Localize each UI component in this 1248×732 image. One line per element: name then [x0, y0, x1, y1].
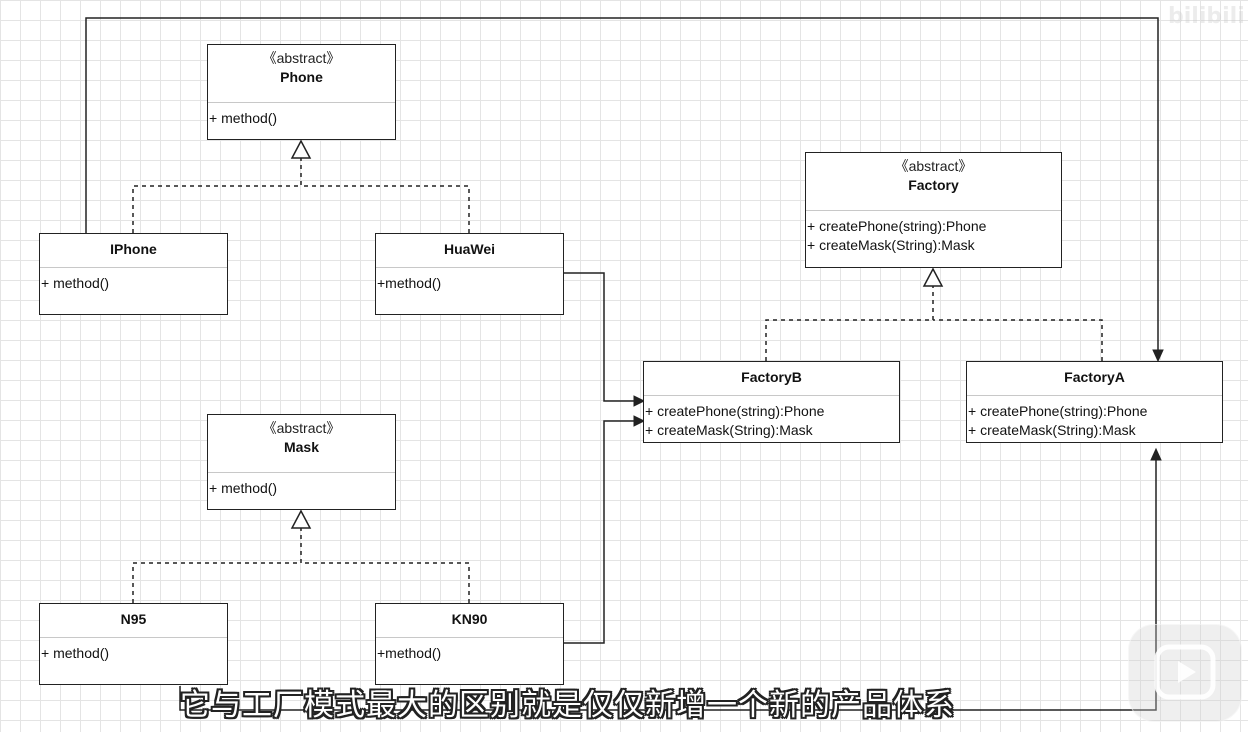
class-name: Mask	[283, 439, 320, 455]
operations: + method()	[208, 473, 395, 498]
realization-huawei-phone	[301, 185, 470, 233]
class-name: Factory	[908, 177, 959, 193]
operation: + createMask(String):Mask	[807, 237, 975, 253]
operation: + createPhone(string):Phone	[968, 403, 1148, 419]
class-name: N95	[120, 611, 147, 627]
class-name: KN90	[451, 611, 488, 627]
class-header: HuaWei	[376, 234, 563, 268]
realization-factoryb-factory	[765, 286, 934, 361]
class-name: Phone	[280, 69, 323, 85]
class-header: FactoryA	[967, 362, 1222, 396]
play-button[interactable]	[1128, 624, 1242, 722]
class-factorya[interactable]: FactoryA + createPhone(string):Phone + c…	[966, 361, 1223, 443]
realization-iphone-phone	[132, 158, 302, 233]
operations: +method()	[376, 638, 563, 663]
class-mask[interactable]: 《abstract》 Mask + method()	[207, 414, 396, 510]
operation: + createMask(String):Mask	[645, 422, 813, 438]
class-kn90[interactable]: KN90 +method()	[375, 603, 564, 685]
subtitle-caption: 它与工厂模式最大的区别就是仅仅新增一个新的产品体系	[180, 688, 955, 723]
operation: +method()	[377, 275, 442, 291]
stereotype-label: 《abstract》	[262, 420, 341, 436]
stereotype-label: 《abstract》	[894, 158, 973, 174]
class-factory[interactable]: 《abstract》 Factory + createPhone(string)…	[805, 152, 1062, 268]
class-name: FactoryB	[741, 369, 802, 385]
operation: + createMask(String):Mask	[968, 422, 1136, 438]
operation: + method()	[41, 275, 110, 291]
class-header: 《abstract》 Mask	[208, 415, 395, 473]
class-header: FactoryB	[644, 362, 899, 396]
operation: + method()	[209, 480, 278, 496]
factory-realization-head	[922, 267, 944, 287]
operations: + createPhone(string):Phone + createMask…	[967, 396, 1222, 440]
class-header: 《abstract》 Phone	[208, 45, 395, 103]
operation: + method()	[41, 645, 110, 661]
arrowhead-factorya-top	[1152, 349, 1164, 363]
class-name: HuaWei	[443, 241, 496, 257]
operation: +method()	[377, 645, 442, 661]
dependency-kn90-factoryb	[563, 420, 636, 644]
class-header: IPhone	[40, 234, 227, 268]
dependency-huawei-factoryb	[563, 272, 636, 402]
realization-factorya-factory	[933, 319, 1103, 361]
stereotype-label: 《abstract》	[262, 50, 341, 66]
phone-realization-head	[290, 139, 312, 159]
play-icon	[1154, 644, 1216, 700]
class-name: FactoryA	[1064, 369, 1125, 385]
operations: +method()	[376, 268, 563, 293]
operation: + method()	[209, 110, 278, 126]
operations: + method()	[40, 268, 227, 293]
operation: + createPhone(string):Phone	[645, 403, 825, 419]
class-huawei[interactable]: HuaWei +method()	[375, 233, 564, 315]
realization-kn90-mask	[301, 562, 470, 603]
class-iphone[interactable]: IPhone + method()	[39, 233, 228, 315]
bilibili-watermark-logo: bilibili	[1168, 4, 1245, 29]
class-header: N95	[40, 604, 227, 638]
operation: + createPhone(string):Phone	[807, 218, 987, 234]
class-header: KN90	[376, 604, 563, 638]
class-phone[interactable]: 《abstract》 Phone + method()	[207, 44, 396, 140]
mask-realization-head	[290, 509, 312, 529]
operations: + method()	[40, 638, 227, 663]
class-name: IPhone	[110, 241, 157, 257]
operations: + createPhone(string):Phone + createMask…	[806, 211, 1061, 255]
operations: + createPhone(string):Phone + createMask…	[644, 396, 899, 440]
class-factoryb[interactable]: FactoryB + createPhone(string):Phone + c…	[643, 361, 900, 443]
realization-n95-mask	[132, 528, 302, 603]
operations: + method()	[208, 103, 395, 128]
class-n95[interactable]: N95 + method()	[39, 603, 228, 685]
arrowhead-factorya-bottom	[1150, 447, 1162, 461]
class-header: 《abstract》 Factory	[806, 153, 1061, 211]
